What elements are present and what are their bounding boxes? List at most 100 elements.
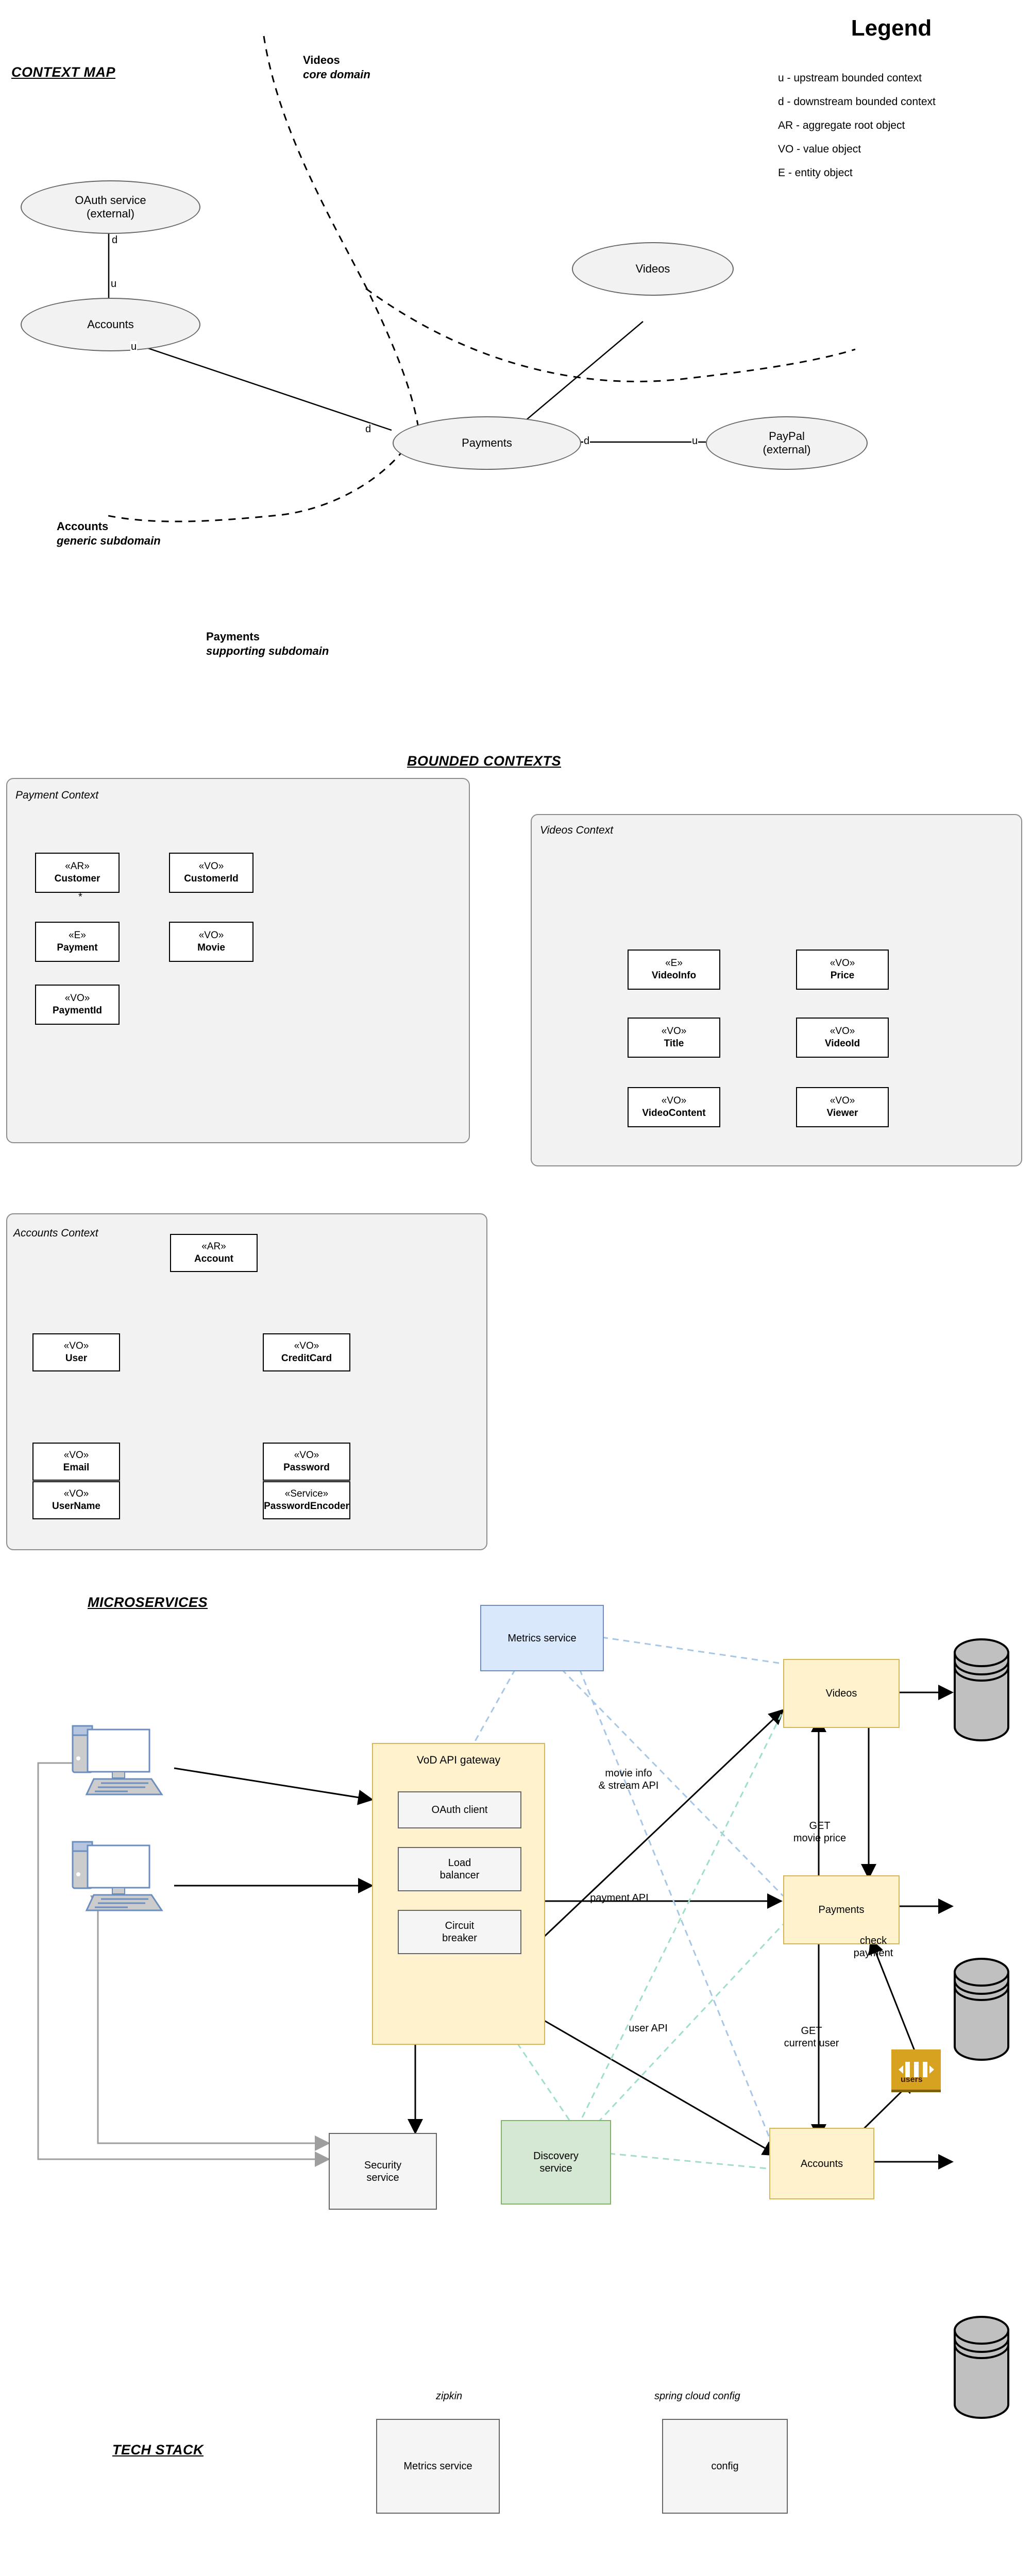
class-box[interactable]: «VO» User [32, 1333, 120, 1371]
class-box[interactable]: «VO» Password [263, 1443, 350, 1481]
legend-list: u - upstream bounded context d - downstr… [778, 72, 1025, 179]
gateway-component-load-balancer[interactable]: Load balancer [398, 1847, 521, 1891]
class-box[interactable]: «VO» Viewer [796, 1087, 889, 1127]
gateway-component-circuit-breaker[interactable]: Circuit breaker [398, 1910, 521, 1954]
class-box[interactable]: «VO» Price [796, 950, 889, 990]
microservice-accounts[interactable]: Accounts [769, 2128, 874, 2199]
class-stereotype: «AR» [65, 861, 90, 872]
class-stereotype: «VO» [63, 1341, 89, 1352]
class-box[interactable]: «VO» CreditCard [263, 1333, 350, 1371]
microservice-metrics-service[interactable]: Metrics service [480, 1605, 604, 1671]
legend-item: VO - value object [778, 143, 861, 155]
kafka-bar-icon [913, 2062, 919, 2077]
ms-edge-label-movie-info: movie info & stream API [598, 1768, 659, 1791]
microservice-videos[interactable]: Videos [783, 1659, 900, 1728]
database-accounts [952, 2316, 1011, 2419]
class-name: PasswordEncoder [264, 1501, 349, 1512]
microservice-payments[interactable]: Payments [783, 1875, 900, 1944]
class-box[interactable]: «VO» UserName [32, 1481, 120, 1519]
class-stereotype: «E» [665, 958, 683, 969]
bounded-context-videos [531, 814, 1022, 1166]
class-name: Price [830, 970, 855, 981]
class-stereotype: «VO» [64, 993, 90, 1004]
class-name: VideoContent [642, 1108, 706, 1118]
kafka-topic-users-icon [891, 2049, 941, 2092]
ms-edge-label-get-current-user: GET current user [784, 2025, 839, 2049]
class-name: Viewer [826, 1108, 858, 1118]
domain-kind: core domain [303, 67, 370, 81]
kafka-arrow-left-icon [898, 2065, 903, 2074]
class-name: Movie [197, 942, 225, 953]
domain-kind: generic subdomain [57, 534, 161, 547]
edge-label-payments-d-right: d [583, 435, 590, 447]
tech-note: spring cloud config [654, 2391, 740, 2402]
gateway-component-oauth-client[interactable]: OAuth client [398, 1791, 521, 1828]
class-box[interactable]: «E» Payment [35, 922, 120, 962]
ms-edge-label-check-payment: check payment [853, 1935, 893, 1959]
class-stereotype: «VO» [830, 1095, 855, 1107]
section-title-microservices: MICROSERVICES [88, 1595, 208, 1610]
class-stereotype: «VO» [63, 1450, 89, 1461]
section-title-context-map: CONTEXT MAP [11, 64, 116, 80]
class-box[interactable]: «AR» Account [170, 1234, 258, 1272]
context-node-oauth-service[interactable]: OAuth service (external) [21, 180, 200, 234]
domain-name: Videos [303, 54, 340, 66]
domain-kind: supporting subdomain [206, 644, 329, 657]
class-stereotype: «VO» [661, 1026, 687, 1037]
class-stereotype: «VO» [198, 930, 224, 941]
domain-label-accounts: Accounts generic subdomain [57, 519, 161, 548]
class-name: UserName [52, 1501, 100, 1512]
class-stereotype: «VO» [294, 1450, 319, 1461]
tech-box-config[interactable]: config [662, 2419, 788, 2514]
class-box[interactable]: «VO» Title [628, 1018, 720, 1058]
class-name: CreditCard [281, 1353, 332, 1364]
class-name: Password [283, 1462, 330, 1473]
class-name: Account [194, 1253, 233, 1264]
bounded-context-title: Videos Context [540, 824, 614, 836]
context-node-payments[interactable]: Payments [393, 416, 581, 470]
legend-item: d - downstream bounded context [778, 96, 936, 108]
class-stereotype: «VO» [661, 1095, 687, 1107]
vod-api-gateway[interactable]: VoD API gateway OAuth client Load balanc… [372, 1743, 545, 2045]
kafka-bar-icon [905, 2062, 910, 2077]
edge-label-oauth-d: d [111, 234, 119, 246]
tech-box-metrics-service[interactable]: Metrics service [376, 2419, 500, 2514]
class-name: VideoInfo [651, 970, 697, 981]
class-box[interactable]: «VO» Movie [169, 922, 253, 962]
class-box[interactable]: «Service» PasswordEncoder [263, 1481, 350, 1519]
class-stereotype: «AR» [201, 1241, 226, 1252]
legend-item: u - upstream bounded context [778, 72, 922, 84]
database-payments [952, 1958, 1011, 2061]
database-videos [952, 1638, 1011, 1741]
class-box[interactable]: «VO» PaymentId [35, 985, 120, 1025]
microservice-security-service[interactable]: Security service [329, 2133, 437, 2210]
legend-title: Legend [851, 15, 932, 41]
kafka-arrow-right-icon [929, 2065, 934, 2074]
multiplicity-label: * [78, 891, 82, 903]
bounded-context-title: Payment Context [15, 789, 99, 801]
context-node-accounts[interactable]: Accounts [21, 298, 200, 351]
class-box[interactable]: «VO» CustomerId [169, 853, 253, 893]
microservice-discovery-service[interactable]: Discovery service [501, 2120, 611, 2205]
section-title-tech-stack: TECH STACK [112, 2442, 204, 2458]
class-box[interactable]: «AR» Customer [35, 853, 120, 893]
class-name: Title [664, 1038, 684, 1049]
context-node-videos[interactable]: Videos [572, 242, 734, 296]
context-node-paypal[interactable]: PayPal (external) [706, 416, 868, 470]
class-box[interactable]: «E» VideoInfo [628, 950, 720, 990]
kafka-topic-label: users [901, 2075, 923, 2084]
class-name: Email [63, 1462, 90, 1473]
domain-name: Payments [206, 630, 260, 643]
class-name: Customer [54, 873, 100, 884]
legend-item: E - entity object [778, 167, 853, 179]
class-name: VideoId [824, 1038, 860, 1049]
class-box[interactable]: «VO» Email [32, 1443, 120, 1481]
class-box[interactable]: «VO» VideoId [796, 1018, 889, 1058]
bounded-context-title: Accounts Context [13, 1227, 98, 1239]
class-box[interactable]: «VO» VideoContent [628, 1087, 720, 1127]
class-name: User [65, 1353, 88, 1364]
client-computer-icon [71, 1723, 174, 1798]
class-stereotype: «VO» [830, 958, 855, 969]
edge-label-payments-d-left: d [365, 423, 372, 435]
